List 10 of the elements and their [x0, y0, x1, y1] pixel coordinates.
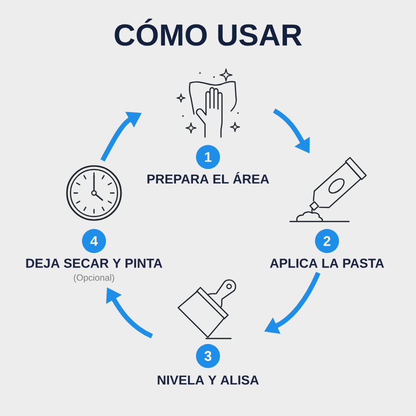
step-label: PREPARA EL ÁREA [147, 172, 270, 184]
number-badge: 3 [196, 344, 220, 368]
number-badge: 2 [315, 229, 339, 253]
step-label: DEJA SECAR Y PINTA [26, 258, 162, 268]
step-label: APLICA LA PASTA [270, 258, 384, 268]
note-text: (Opcional) [74, 274, 114, 283]
title: CÓMO USAR [114, 18, 302, 46]
number-badge: 4 [82, 229, 106, 253]
step-label: NIVELA Y ALISA [158, 375, 259, 385]
number-badge: 1 [196, 145, 220, 169]
